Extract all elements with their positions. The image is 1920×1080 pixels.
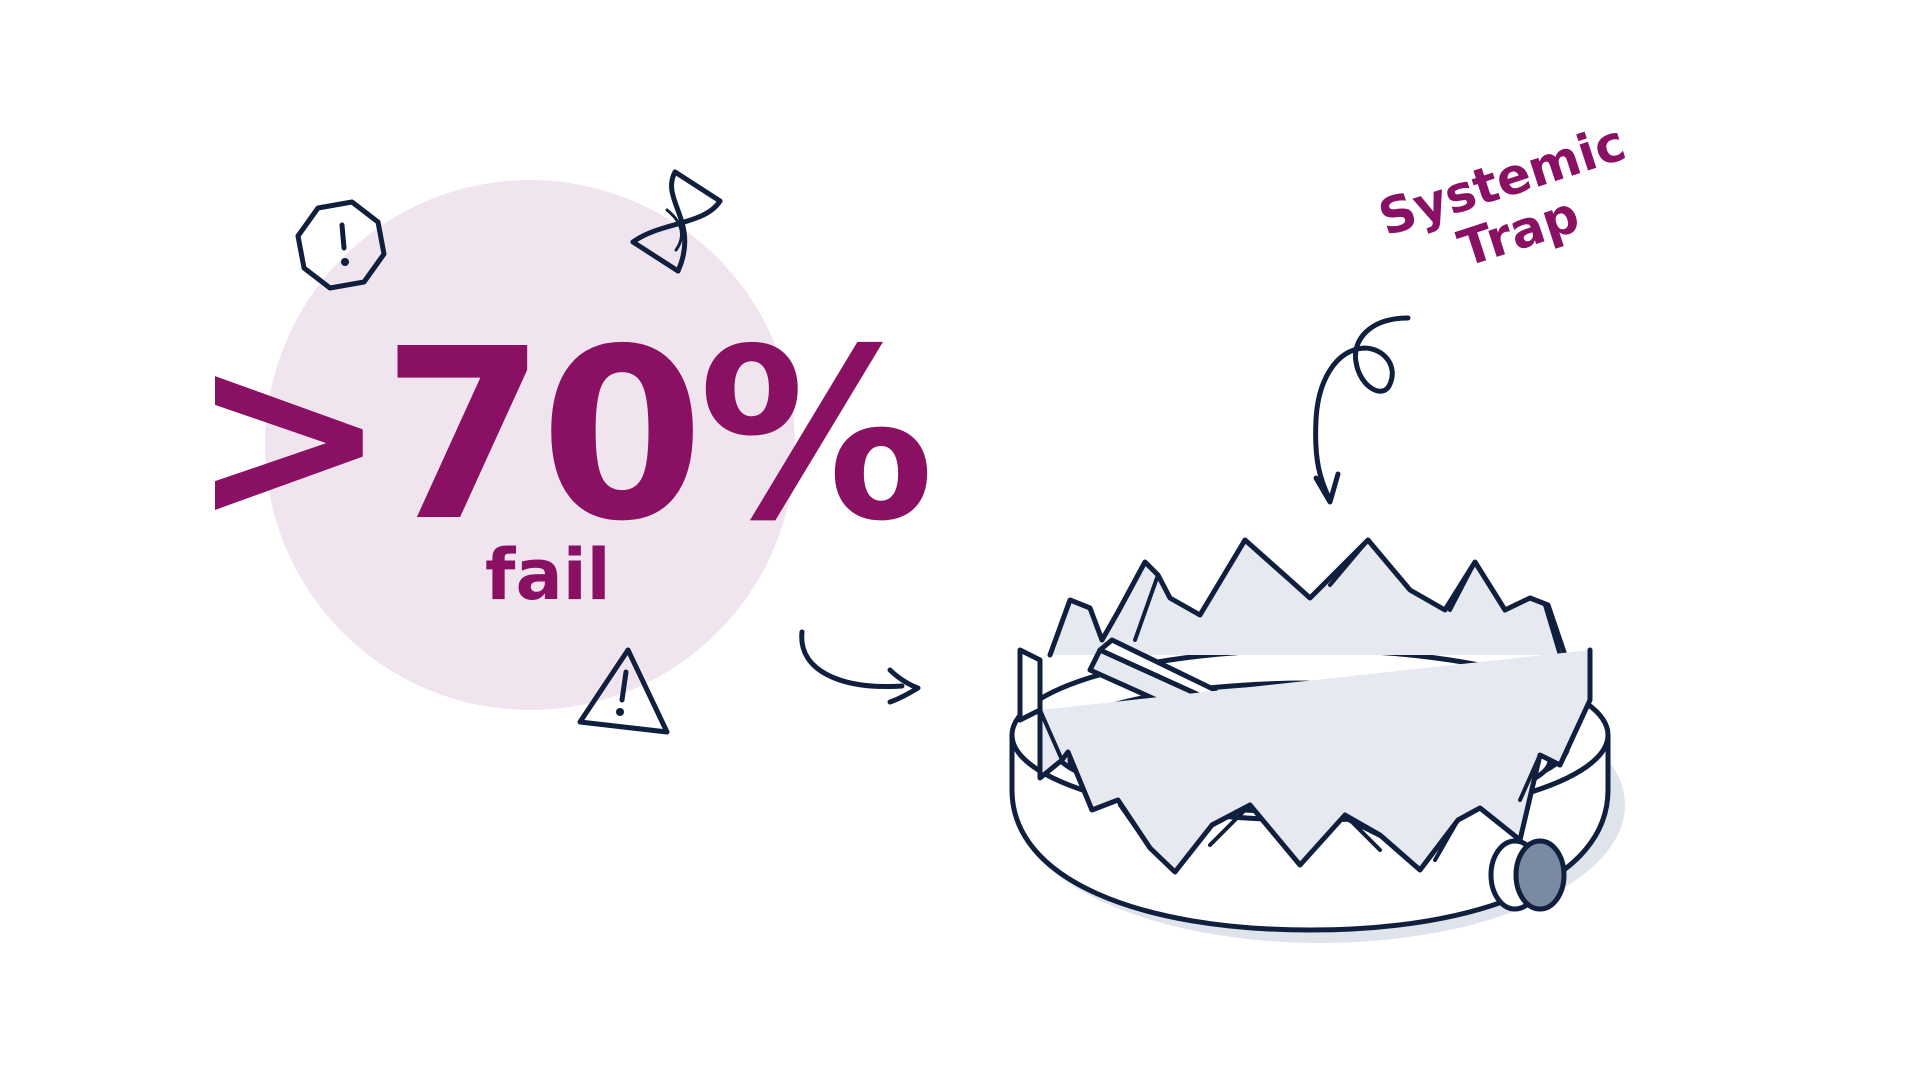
warning-octagon-icon (295, 199, 387, 291)
statistic-caption: fail (485, 534, 611, 616)
statistic-value: >70% (190, 298, 935, 573)
failure-statistic: >70% fail (190, 318, 935, 611)
warning-triangle-icon (577, 647, 670, 735)
trap-spring-knob (1488, 838, 1567, 912)
curved-arrow-icon (799, 629, 921, 705)
curly-arrow-icon (1313, 315, 1411, 505)
hourglass-icon (630, 169, 723, 274)
highlight-circle (265, 180, 795, 710)
bear-trap-illustration (1009, 537, 1625, 943)
